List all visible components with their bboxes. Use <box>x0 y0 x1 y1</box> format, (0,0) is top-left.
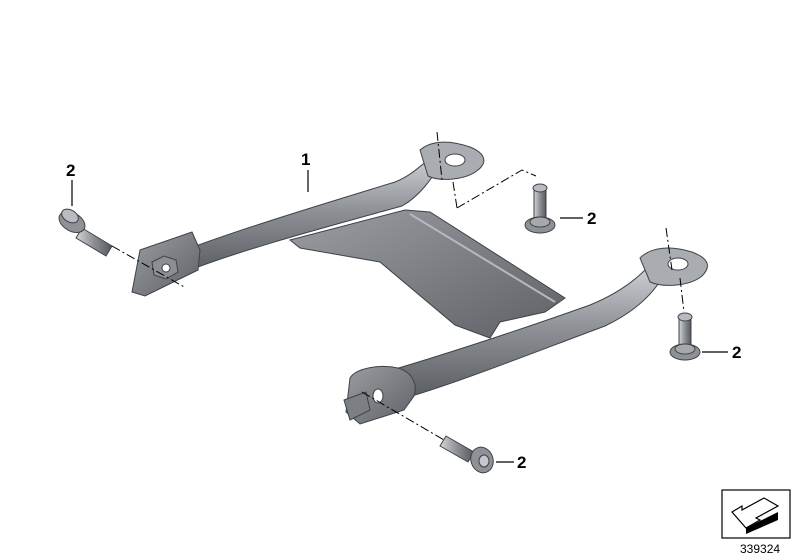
bracket-lower-tab-hole <box>667 257 689 271</box>
axis-upper-tab-vertical <box>436 131 443 181</box>
bolt-part-2-upper <box>524 183 556 234</box>
reference-number: 339324 <box>740 542 780 556</box>
axis-lower-tab-vertical <box>665 227 673 271</box>
axis-right-bolt <box>679 277 685 313</box>
bracket-upper-tab-hole <box>444 153 466 167</box>
bracket-part-1 <box>131 141 708 425</box>
navigation-arrow-icon <box>721 489 791 539</box>
callout-part-1: 1 <box>301 150 310 169</box>
callout-part-2-upper: 2 <box>587 209 596 228</box>
callout-leaders <box>71 170 728 463</box>
axis-lower-bolt <box>361 391 445 441</box>
bracket-lower-left-hole <box>372 388 384 404</box>
bracket-lower-left-flange <box>343 391 371 421</box>
bracket-cross-plate <box>288 209 566 339</box>
axis-upper-tab-drop <box>452 181 458 209</box>
bracket-cross-plate-edge <box>409 213 556 303</box>
bracket-nut-bore <box>161 263 171 273</box>
bolt-part-2-lower <box>439 435 494 474</box>
axis-left-bolt <box>111 245 187 289</box>
bolt-part-2-right <box>669 312 701 361</box>
assembly-axes <box>111 131 685 441</box>
callout-part-2-lower: 2 <box>517 453 526 472</box>
axis-upper-bolt <box>456 169 537 209</box>
callout-part-2-left: 2 <box>66 161 75 180</box>
callout-part-2-right: 2 <box>732 343 741 362</box>
bolt-part-2-left <box>58 208 113 257</box>
